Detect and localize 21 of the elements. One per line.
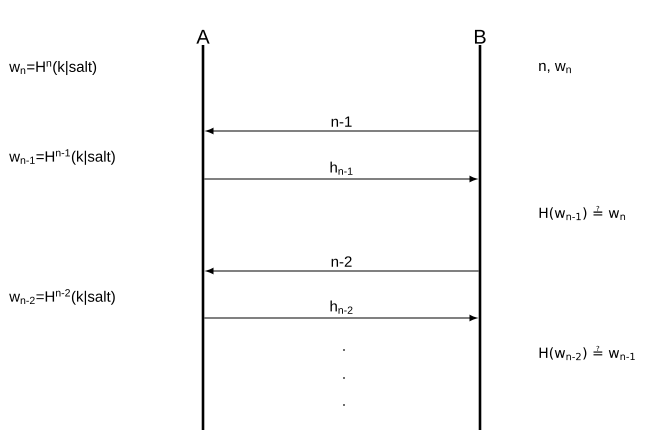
note-text: w$_{n}$=H$^{n}$(k|salt) (9, 60, 96, 76)
node-label: B (474, 30, 486, 44)
note-text: w$_{n-1}$=H$^{n-1}$(k|salt) (9, 149, 115, 165)
verification-text: H(w$_{n-2}$) ≟ w$_{n-1}$ (540, 346, 635, 360)
ellipsis-dot: . (343, 404, 345, 406)
edge-label: h$_{n-1}$ (328, 160, 354, 176)
note-text: w$_{n-2}$=H$^{n-2}$(k|salt) (9, 289, 115, 305)
note-text: n, w$_{n}$ (539, 62, 571, 74)
edge-label: h$_{n-2}$ (328, 300, 354, 315)
arrow (206, 268, 479, 274)
lifeline: A (196, 30, 210, 430)
edge-label: n-1 (330, 115, 354, 128)
arrow (206, 128, 479, 134)
verification-text: H(w$_{n-1}$) ≟ w$_{n}$ (540, 206, 626, 220)
edge-label: n-2 (330, 255, 354, 268)
ellipsis-dot: . (343, 349, 345, 351)
ellipsis-dot: . (343, 377, 345, 379)
lifeline: B (474, 30, 486, 430)
arrow (204, 176, 477, 182)
arrow (204, 314, 477, 322)
node-label: A (196, 30, 210, 44)
